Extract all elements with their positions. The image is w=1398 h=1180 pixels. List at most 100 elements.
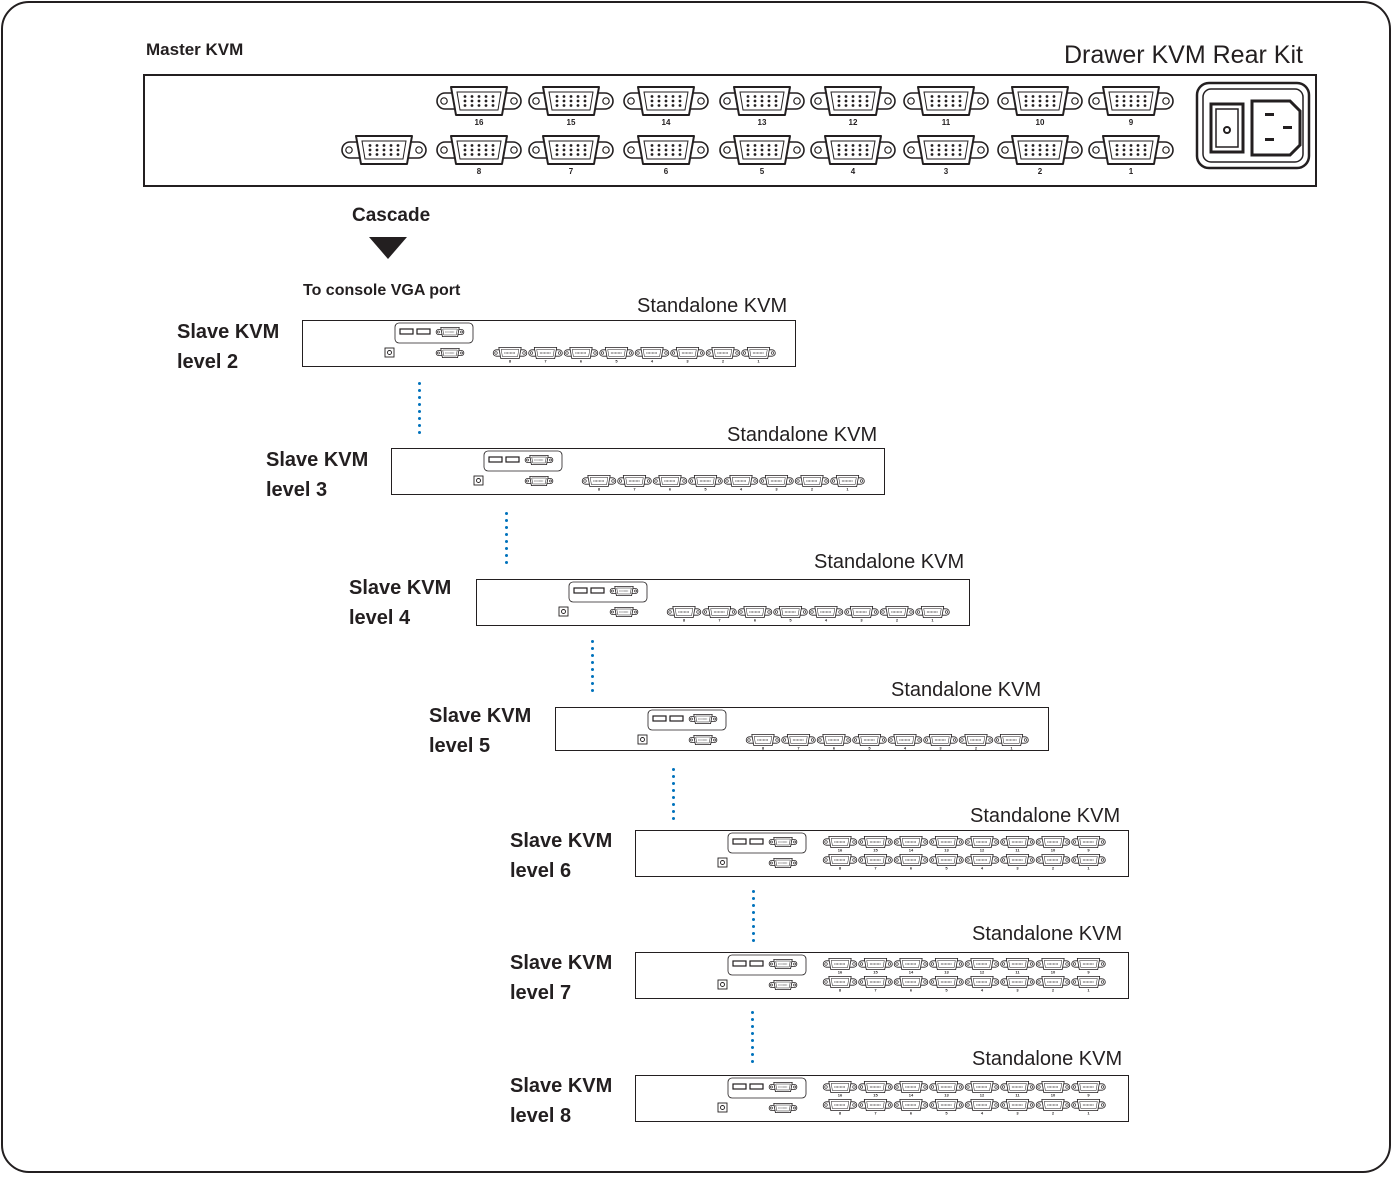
port-number-label: 5 — [945, 866, 948, 871]
port-number-label: 8 — [762, 746, 765, 751]
port-number-label: 5 — [704, 487, 707, 492]
ps2-port-icon — [732, 960, 747, 967]
port-number-label: 2 — [896, 618, 899, 623]
vga-port-6: 6 — [652, 475, 688, 492]
cascade-arrow-icon — [369, 237, 407, 259]
vga-port-7: 7 — [617, 475, 652, 492]
vga-port-14: 14 — [893, 836, 929, 853]
power-inlet-icon — [558, 606, 569, 617]
slave-kvm-label: Slave KVM — [510, 952, 613, 974]
slave-kvm-label: Slave KVM — [177, 321, 280, 343]
vga-port-10: 10 — [1035, 836, 1071, 853]
port-number-label: 5 — [945, 1111, 948, 1116]
port-number-label: 12 — [980, 970, 985, 975]
port-number-label: 2 — [1038, 167, 1043, 176]
port-number-label: 3 — [686, 359, 689, 364]
port-number-label: 4 — [904, 746, 907, 751]
vga-port-7: 7 — [858, 854, 893, 871]
port-number-label: 4 — [981, 866, 984, 871]
ps2-port-icon — [573, 587, 588, 594]
vga-port-13: 13 — [929, 836, 964, 853]
console-vga-port — [609, 585, 639, 597]
port-number-label: 4 — [651, 359, 654, 364]
port-number-label: 8 — [477, 167, 482, 176]
vga-port-5: 5 — [929, 1099, 964, 1116]
port-number-label: 1 — [1087, 988, 1090, 993]
vga-port-16: 16 — [822, 1081, 858, 1098]
port-number-label: 6 — [910, 988, 913, 993]
cascade-vga-port — [688, 734, 718, 746]
ps2-port-icon — [488, 456, 503, 463]
port-number-label: 7 — [797, 746, 800, 751]
vga-port-4: 4 — [964, 854, 1000, 871]
cascade-vga-port — [435, 347, 465, 359]
standalone-kvm-title: Standalone KVM — [972, 1048, 1123, 1070]
port-number-label: 15 — [873, 970, 878, 975]
vga-port-5: 5 — [599, 347, 634, 364]
port-number-label: 3 — [1016, 988, 1019, 993]
port-number-label: 15 — [873, 1093, 878, 1098]
port-number-label: 4 — [825, 618, 828, 623]
port-number-label: 2 — [1052, 988, 1055, 993]
vga-port-1: 1 — [1071, 854, 1106, 871]
port-number-label: 8 — [839, 866, 842, 871]
vga-port-8: 8 — [822, 854, 858, 871]
port-number-label: 2 — [975, 746, 978, 751]
port-number-label: 10 — [1051, 970, 1056, 975]
standalone-kvm-title: Standalone KVM — [637, 295, 788, 317]
vga-port-16: 16 — [822, 958, 858, 975]
vga-port-1: 1 — [741, 347, 776, 364]
console-vga-port — [768, 1081, 798, 1093]
port-number-label: 8 — [598, 487, 601, 492]
port-number-label: 10 — [1051, 1093, 1056, 1098]
standalone-kvm-title: Standalone KVM — [970, 805, 1121, 827]
slave-level-label: level 2 — [177, 351, 239, 373]
console-vga-port — [688, 713, 718, 725]
vga-port-11: 11 — [1000, 1081, 1035, 1098]
vga-port-4: 4 — [810, 135, 896, 176]
vga-port-8: 8 — [492, 347, 528, 364]
port-number-label: 11 — [1015, 970, 1020, 975]
vga-port-3: 3 — [1000, 854, 1035, 871]
vga-port-6: 6 — [623, 135, 709, 176]
port-number-label: 12 — [980, 848, 985, 853]
cascade-vga-port — [524, 475, 554, 487]
port-number-label: 12 — [980, 1093, 985, 1098]
port-number-label: 3 — [1016, 1111, 1019, 1116]
vga-port-8: 8 — [745, 734, 781, 751]
port-number-label: 7 — [569, 167, 574, 176]
port-number-label: 5 — [868, 746, 871, 751]
cascade-link-dots — [505, 512, 509, 568]
vga-port-3: 3 — [903, 135, 989, 176]
vga-port-1: 1 — [1071, 976, 1106, 993]
ps2-port-icon — [749, 1083, 764, 1090]
ps2-port-icon — [732, 1083, 747, 1090]
power-inlet-icon — [637, 734, 648, 745]
vga-port-13: 13 — [929, 958, 964, 975]
port-number-label: 1 — [1087, 1111, 1090, 1116]
cascade-label: Cascade — [352, 205, 431, 226]
slave-level-label: level 3 — [266, 479, 328, 501]
slave-kvm-label: Slave KVM — [429, 705, 532, 727]
port-number-label: 16 — [838, 1093, 843, 1098]
vga-port-9: 9 — [1088, 86, 1174, 127]
port-number-label: 1 — [931, 618, 934, 623]
vga-port-15: 15 — [858, 836, 893, 853]
vga-port-4: 4 — [634, 347, 670, 364]
port-number-label: 8 — [509, 359, 512, 364]
port-number-label: 6 — [910, 1111, 913, 1116]
slave-level-label: level 4 — [349, 607, 411, 629]
vga-port-5: 5 — [773, 606, 808, 623]
vga-port-11: 11 — [903, 86, 989, 127]
vga-port-12: 12 — [964, 836, 1000, 853]
vga-port-4: 4 — [887, 734, 923, 751]
port-number-label: 14 — [909, 970, 914, 975]
cascade-vga-port — [768, 979, 798, 991]
vga-port-9: 9 — [1071, 958, 1106, 975]
vga-port-2: 2 — [879, 606, 915, 623]
vga-port-1: 1 — [830, 475, 865, 492]
